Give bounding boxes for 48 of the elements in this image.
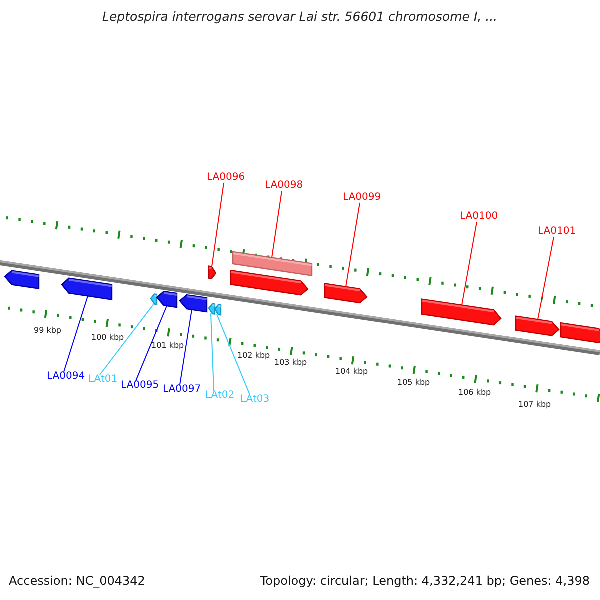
leader-line (216, 314, 250, 396)
gene-label: LAt01 (88, 375, 118, 385)
gene-label: LAt02 (206, 391, 235, 401)
map-title: Leptospira interrogans serovar Lai str. 56601 chromosome I, ... (101, 11, 499, 24)
gene-label: LA0100 (460, 212, 498, 222)
leader-line (538, 236, 554, 320)
leader-line (462, 222, 478, 306)
scale-label: 105 kbp (398, 379, 430, 387)
gene-feature (560, 322, 600, 344)
gene-feature (61, 278, 113, 300)
gene-feature (232, 251, 313, 276)
gene-feature (515, 316, 560, 336)
leader-line (272, 190, 282, 258)
scale-label: 100 kbp (92, 334, 124, 342)
gene-feature (4, 270, 40, 290)
gene-feature (214, 304, 222, 316)
gene-label: LA0096 (207, 173, 246, 183)
gene-label: LA0101 (538, 227, 576, 237)
gene-feature (230, 270, 309, 296)
gene-label: LA0094 (47, 372, 86, 382)
scale-label: 99 kbp (34, 327, 62, 335)
leader-line (180, 309, 192, 386)
gene-feature (150, 294, 158, 306)
scale-label: 104 kbp (336, 368, 368, 376)
gene-label: LA0099 (343, 193, 382, 203)
scale-label: 102 kbp (238, 352, 270, 360)
leader-line (136, 306, 168, 382)
scale-label: 101 kbp (152, 342, 184, 350)
gene-feature (156, 290, 178, 308)
scale-label: 103 kbp (274, 359, 308, 367)
scale-label: 107 kbp (518, 401, 552, 409)
gene-label: LA0098 (265, 181, 304, 191)
gene-feature (208, 266, 217, 280)
gene-feature (179, 294, 208, 313)
leader-line (346, 202, 360, 288)
gene-feature (421, 298, 502, 326)
genome-summary: Topology: circular; Length: 4,332,241 bp; Genes: 4,398 (260, 575, 590, 587)
leader-line (212, 182, 224, 268)
accession-text: Accession: NC_004342 (9, 575, 146, 587)
gene-feature (324, 283, 368, 304)
leader-line (64, 296, 88, 372)
leader-line (210, 313, 214, 392)
gene-label: LA0097 (163, 385, 202, 395)
gene-label: LA0095 (121, 381, 160, 391)
leader-line (100, 304, 154, 376)
gene-label: LAt03 (240, 395, 270, 405)
gene-feature (208, 303, 216, 315)
scale-label: 106 kbp (458, 389, 492, 397)
